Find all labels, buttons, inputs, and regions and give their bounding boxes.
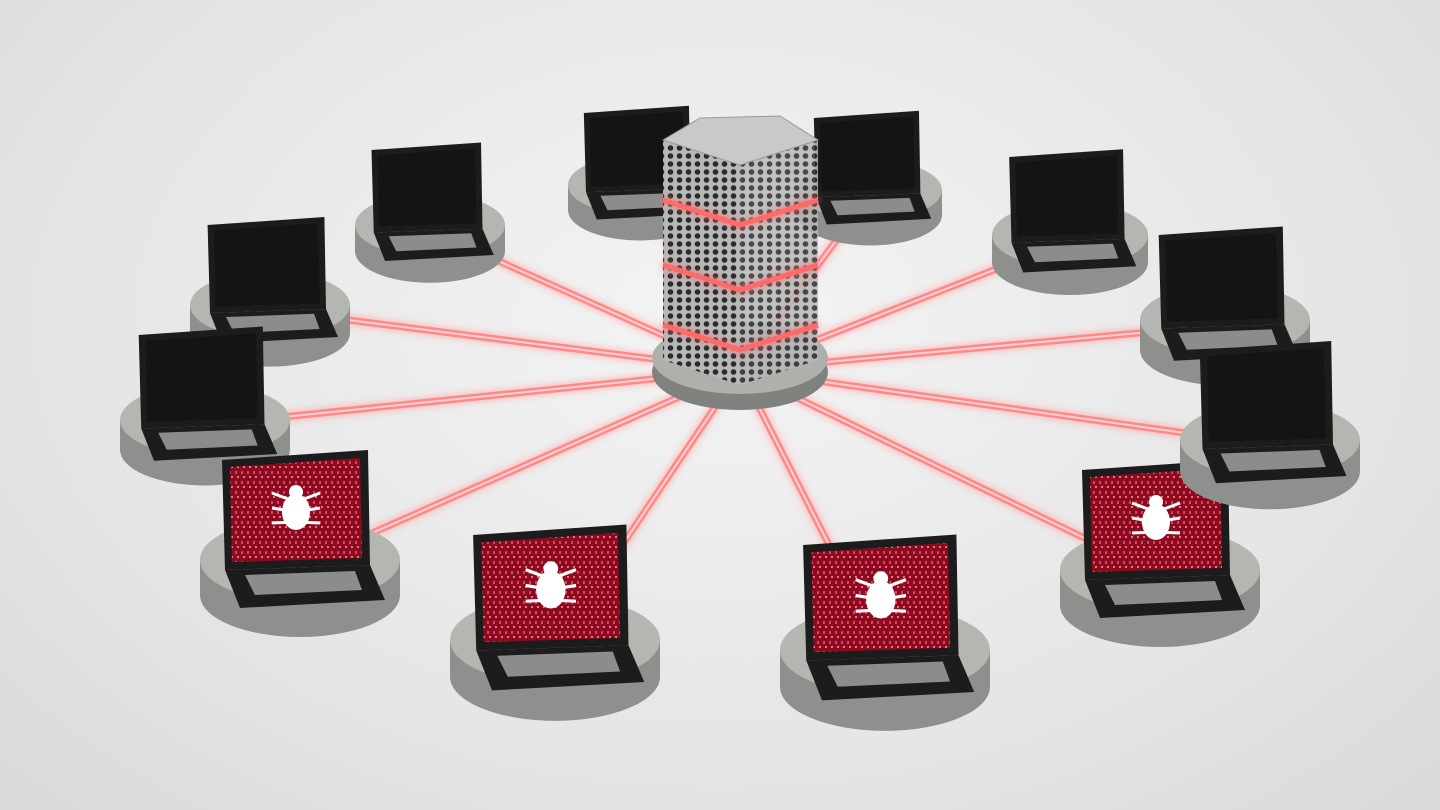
laptop-screen	[377, 148, 477, 227]
server-glow-ring	[662, 197, 819, 228]
laptop-nodes	[190, 105, 1310, 386]
bug-leg	[1155, 516, 1181, 524]
laptop-node	[1060, 460, 1260, 647]
bug-icon	[525, 561, 577, 609]
laptop-keyboard	[388, 233, 477, 252]
bug-leg	[1155, 501, 1181, 514]
bug-leg	[525, 568, 552, 581]
server-left-face	[663, 140, 740, 385]
bug-leg	[295, 506, 321, 514]
bug-leg	[550, 568, 577, 581]
bug-leg	[295, 520, 321, 525]
laptop-keyboard	[1220, 449, 1326, 472]
laptop-screen	[214, 223, 320, 307]
laptop-node	[1140, 226, 1310, 386]
bug-head	[873, 571, 889, 586]
bug-head	[543, 561, 559, 576]
bug-leg	[880, 608, 907, 613]
laptop-node	[190, 217, 350, 367]
laptop-keyboard	[830, 197, 915, 216]
laptop-screen	[1207, 348, 1326, 442]
front-laptop-nodes	[120, 326, 1360, 731]
connection-beam-core	[739, 369, 1271, 446]
laptop-node	[780, 534, 990, 731]
laptop-screen	[145, 333, 258, 422]
bug-leg	[525, 598, 551, 603]
laptop-node	[200, 450, 400, 637]
bug-icon	[271, 485, 321, 530]
central-server	[652, 115, 828, 410]
bug-leg	[1131, 516, 1157, 524]
bug-leg	[1131, 530, 1157, 535]
bug-leg	[855, 593, 882, 602]
laptop-node	[355, 142, 505, 283]
bug-icon	[855, 571, 907, 619]
bug-leg	[525, 583, 552, 592]
bug-leg	[550, 598, 577, 603]
server-glow-ring	[662, 322, 819, 353]
connection-beam-core	[204, 369, 741, 426]
bug-leg	[855, 578, 882, 591]
laptop-keyboard	[497, 651, 621, 677]
bug-leg	[880, 593, 907, 602]
laptop-node	[992, 149, 1148, 296]
bug-icon	[1131, 495, 1181, 540]
server-top-cap	[661, 115, 820, 166]
laptop-keyboard	[1027, 243, 1119, 263]
laptop-node	[1180, 341, 1360, 510]
laptop-screen	[1015, 155, 1119, 237]
bug-leg	[1155, 530, 1181, 535]
laptop-keyboard	[158, 429, 258, 450]
bug-leg	[271, 506, 297, 514]
bug-leg	[271, 520, 297, 525]
bug-leg	[550, 583, 577, 592]
laptop-node	[798, 110, 942, 246]
bug-leg	[271, 491, 297, 504]
bug-head	[1149, 495, 1163, 509]
bug-leg	[855, 608, 881, 613]
bug-head	[289, 485, 303, 499]
laptop-screen	[819, 116, 915, 192]
bug-leg	[1131, 501, 1157, 514]
server-glow-ring	[662, 262, 819, 293]
bug-leg	[295, 491, 321, 504]
laptop-node	[450, 524, 660, 721]
laptop-keyboard	[827, 661, 951, 687]
bug-leg	[880, 578, 907, 591]
laptop-keyboard	[1105, 581, 1222, 605]
server-right-face	[740, 140, 818, 385]
laptop-keyboard	[245, 571, 362, 595]
laptop-screen	[589, 111, 685, 187]
laptop-keyboard	[1178, 329, 1278, 350]
laptop-screen	[1165, 233, 1278, 322]
